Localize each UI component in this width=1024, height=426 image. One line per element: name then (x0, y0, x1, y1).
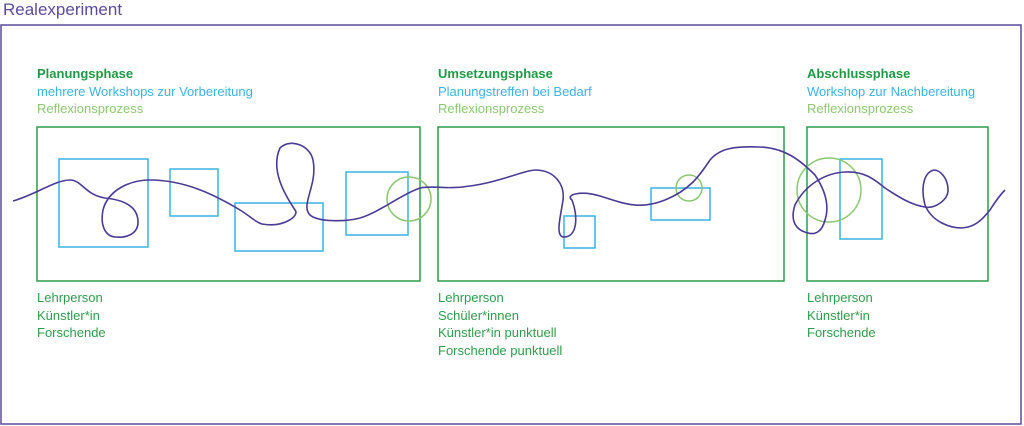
phase-reflection: Reflexionsprozess (807, 101, 914, 116)
workshop-box (169, 168, 219, 217)
workshop-box (839, 158, 883, 240)
participant: Forschende (807, 325, 876, 340)
phase-reflection: Reflexionsprozess (438, 101, 545, 116)
participant: Schüler*innen (438, 307, 519, 323)
participant: Künstler*in (37, 307, 100, 323)
phase-reflection: Reflexionsprozess (37, 101, 144, 116)
phase-planung-participants: Lehrperson Künstler*in Forschende (37, 289, 106, 342)
reflection-circle (675, 174, 703, 202)
phase-box-abschluss (806, 126, 989, 282)
workshop-box (58, 158, 149, 248)
participant: Künstler*in (807, 307, 870, 323)
participant: Künstler*in punktuell (438, 325, 557, 340)
workshop-box (234, 202, 324, 252)
phase-activity: Workshop zur Nachbereitung (807, 83, 976, 99)
phase-abschluss-participants: Lehrperson Künstler*in Forschende (807, 289, 876, 342)
participant: Lehrperson (807, 290, 873, 305)
reflection-circle (796, 157, 862, 223)
phase-activity: mehrere Workshops zur Vorbereitung (37, 83, 253, 99)
phase-name: Abschlussphase (807, 66, 911, 81)
participant: Lehrperson (37, 290, 103, 305)
phase-activity: Planungstreffen bei Bedarf (438, 83, 592, 99)
phase-name: Planungsphase (37, 66, 134, 81)
participant: Forschende punktuell (438, 342, 563, 358)
process-path (12, 142, 1006, 238)
realexperiment-frame (0, 24, 1022, 425)
workshop-box (563, 215, 596, 249)
phase-name: Umsetzungsphase (438, 66, 553, 81)
participant: Forschende (37, 325, 106, 340)
phase-planung-header: Planungsphase mehrere Workshops zur Vorb… (37, 65, 253, 118)
phase-umsetzung-participants: Lehrperson Schüler*innen Künstler*in pun… (438, 289, 562, 359)
phase-umsetzung-header: Umsetzungsphase Planungstreffen bei Beda… (438, 65, 592, 118)
participant: Lehrperson (438, 290, 504, 305)
phase-box-planung (36, 126, 421, 282)
reflection-circle (386, 176, 432, 222)
phase-abschluss-header: Abschlussphase Workshop zur Nachbereitun… (807, 65, 975, 118)
workshop-box (345, 171, 409, 236)
phase-box-umsetzung (437, 126, 785, 282)
diagram-title: Realexperiment (3, 0, 123, 19)
